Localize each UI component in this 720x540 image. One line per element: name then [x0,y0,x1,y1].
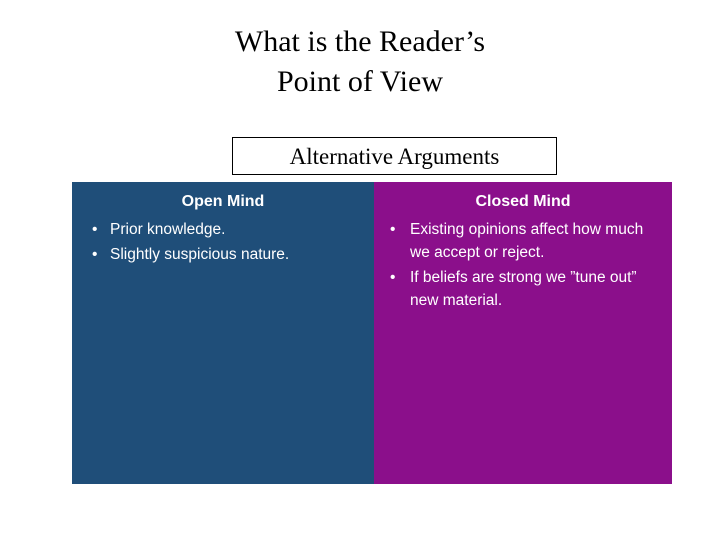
page-title: What is the Reader’s Point of View [60,22,660,102]
subtitle-box: Alternative Arguments [232,137,557,175]
list-item: If beliefs are strong we ”tune out” new … [382,267,664,313]
list-item: Slightly suspicious nature. [80,244,366,267]
column-closed-mind: Closed Mind Existing opinions affect how… [374,182,672,484]
list-item: Prior knowledge. [80,219,366,242]
column-open-mind-heading: Open Mind [181,193,265,210]
page-title-line-1: What is the Reader’s [234,25,486,58]
column-closed-mind-list: Existing opinions affect how much we acc… [382,219,664,313]
page-title-line-2: Point of View [277,64,443,98]
subtitle-text: Alternative Arguments [289,143,500,169]
column-open-mind: Open Mind Prior knowledge. Slightly susp… [72,182,374,484]
column-open-mind-list: Prior knowledge. Slightly suspicious nat… [80,219,366,267]
column-closed-mind-heading: Closed Mind [475,193,571,210]
list-item: Existing opinions affect how much we acc… [382,219,664,265]
comparison-columns: Open Mind Prior knowledge. Slightly susp… [72,182,672,484]
